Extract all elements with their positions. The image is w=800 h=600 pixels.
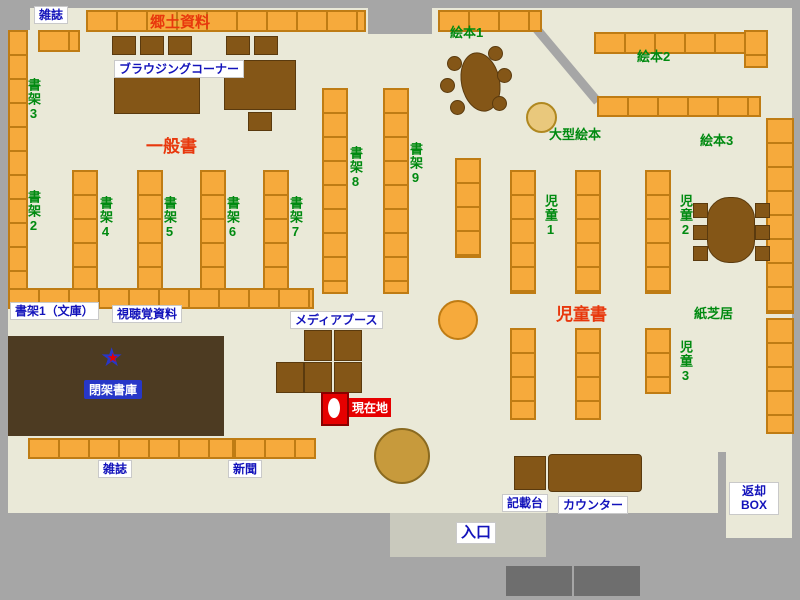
stool bbox=[447, 56, 462, 71]
label-browsing-corner: ブラウジングコーナー bbox=[114, 60, 245, 79]
label-newspaper: 新聞 bbox=[228, 460, 263, 479]
label-shelf-7: 書架7 bbox=[288, 196, 303, 240]
label-writing-desk: 記載台 bbox=[502, 494, 549, 513]
label-shelf-6: 書架6 bbox=[225, 196, 240, 240]
stool bbox=[488, 46, 503, 61]
browsing-chair bbox=[140, 36, 164, 55]
label-picture-books-2: 絵本2 bbox=[637, 49, 671, 64]
shelf-4 bbox=[72, 170, 98, 294]
children-chair bbox=[755, 246, 770, 261]
children-chair bbox=[693, 225, 708, 240]
current-location-marker bbox=[321, 392, 349, 426]
stool bbox=[497, 68, 512, 83]
return-box-room-wall bbox=[718, 452, 726, 538]
wall-corner-topleft bbox=[0, 0, 30, 30]
label-children-3: 児童3 bbox=[678, 340, 693, 384]
children-chair bbox=[755, 225, 770, 240]
label-counter: カウンター bbox=[558, 496, 629, 515]
entrance-step-2 bbox=[574, 566, 640, 596]
label-children-2: 児童2 bbox=[678, 194, 693, 238]
shelf-7 bbox=[263, 170, 289, 294]
shelf-children-small bbox=[455, 158, 481, 258]
media-booth-seat bbox=[334, 362, 362, 393]
children-table bbox=[707, 197, 755, 263]
label-magazines-top: 雑誌 bbox=[34, 6, 69, 25]
wall-right bbox=[792, 0, 800, 600]
label-picture-books-1: 絵本1 bbox=[450, 25, 484, 40]
shelf-6 bbox=[200, 170, 226, 294]
shelf-magazines-bottom bbox=[28, 438, 234, 459]
stool bbox=[450, 100, 465, 115]
counter-block bbox=[548, 454, 642, 492]
writing-desk-block bbox=[514, 456, 546, 490]
closed-stacks-label: 閉架書庫 bbox=[84, 380, 143, 399]
current-location-dot bbox=[328, 398, 340, 418]
label-shelf-4: 書架4 bbox=[98, 196, 113, 240]
star-marker: ★ ★ bbox=[100, 344, 126, 370]
shelf-local-history bbox=[86, 10, 366, 32]
entrance-step-1 bbox=[506, 566, 572, 596]
label-shelf-2: 書架2 bbox=[26, 190, 41, 234]
shelf-children-1b bbox=[575, 170, 601, 294]
shelf-children-2 bbox=[645, 170, 671, 294]
shelf-top-right-corner bbox=[744, 30, 768, 68]
pillar bbox=[374, 428, 430, 484]
label-shelf-9: 書架9 bbox=[408, 142, 423, 186]
wall-diagonal bbox=[533, 26, 602, 105]
browsing-chair bbox=[226, 36, 250, 55]
shelf-right-wall-upper bbox=[766, 118, 794, 314]
children-chair bbox=[693, 203, 708, 218]
browsing-chair bbox=[168, 36, 192, 55]
label-entrance: 入口 bbox=[456, 522, 497, 544]
shelf-children-lower-2 bbox=[575, 328, 601, 420]
wall-left bbox=[0, 0, 8, 600]
stool bbox=[440, 78, 455, 93]
label-current-location: 現在地 bbox=[349, 398, 392, 417]
shelf-newspaper bbox=[234, 438, 316, 459]
stool bbox=[492, 96, 507, 111]
label-shelf-1-bunko: 書架1（文庫） bbox=[10, 302, 99, 321]
star-inner-icon: ★ bbox=[107, 350, 119, 365]
media-booth-seat bbox=[334, 330, 362, 361]
label-children-1: 児童1 bbox=[543, 194, 558, 238]
label-media-booth: メディアブース bbox=[290, 311, 383, 330]
label-shelf-3: 書架3 bbox=[26, 78, 41, 122]
area-label-general-books: 一般書 bbox=[146, 137, 197, 156]
shelf-8 bbox=[322, 88, 348, 294]
children-chair bbox=[755, 203, 770, 218]
shelf-picture-books-1 bbox=[438, 10, 542, 32]
media-booth-seat bbox=[276, 362, 304, 393]
media-booth-seat bbox=[304, 362, 332, 393]
label-magazines-bottom: 雑誌 bbox=[98, 460, 133, 479]
shelf-children-lower-1 bbox=[510, 328, 536, 420]
browsing-chair bbox=[112, 36, 136, 55]
star-outer-icon: ★ bbox=[100, 342, 124, 372]
label-audiovisual: 視聴覚資料 bbox=[112, 305, 183, 324]
browsing-table-left bbox=[114, 76, 200, 114]
shelf-right-wall-lower bbox=[766, 318, 794, 434]
shelf-children-1a bbox=[510, 170, 536, 294]
label-large-picture-books: 大型絵本 bbox=[549, 127, 602, 142]
media-booth-seat bbox=[304, 330, 332, 361]
shelf-9 bbox=[383, 88, 409, 294]
label-kamishibai: 紙芝居 bbox=[694, 306, 734, 321]
shelf-picture-books-3 bbox=[597, 96, 761, 117]
browsing-chair bbox=[248, 112, 272, 131]
label-shelf-8: 書架8 bbox=[348, 146, 363, 190]
label-shelf-5: 書架5 bbox=[162, 196, 177, 240]
browsing-chair bbox=[254, 36, 278, 55]
area-label-children-books: 児童書 bbox=[556, 305, 607, 324]
wall-block-top-center bbox=[368, 0, 432, 34]
label-picture-books-3: 絵本3 bbox=[700, 133, 734, 148]
display-table-round bbox=[438, 300, 478, 340]
shelf-children-3 bbox=[645, 328, 671, 394]
shelf-left-wall bbox=[8, 30, 28, 292]
area-label-local-history: 郷土資料 bbox=[150, 14, 211, 31]
children-chair bbox=[693, 246, 708, 261]
large-picture-books-table bbox=[526, 102, 557, 133]
shelf-picture-books-2 bbox=[594, 32, 748, 54]
label-return-box: 返却BOX bbox=[729, 482, 779, 515]
shelf-magazines-top bbox=[38, 30, 80, 52]
